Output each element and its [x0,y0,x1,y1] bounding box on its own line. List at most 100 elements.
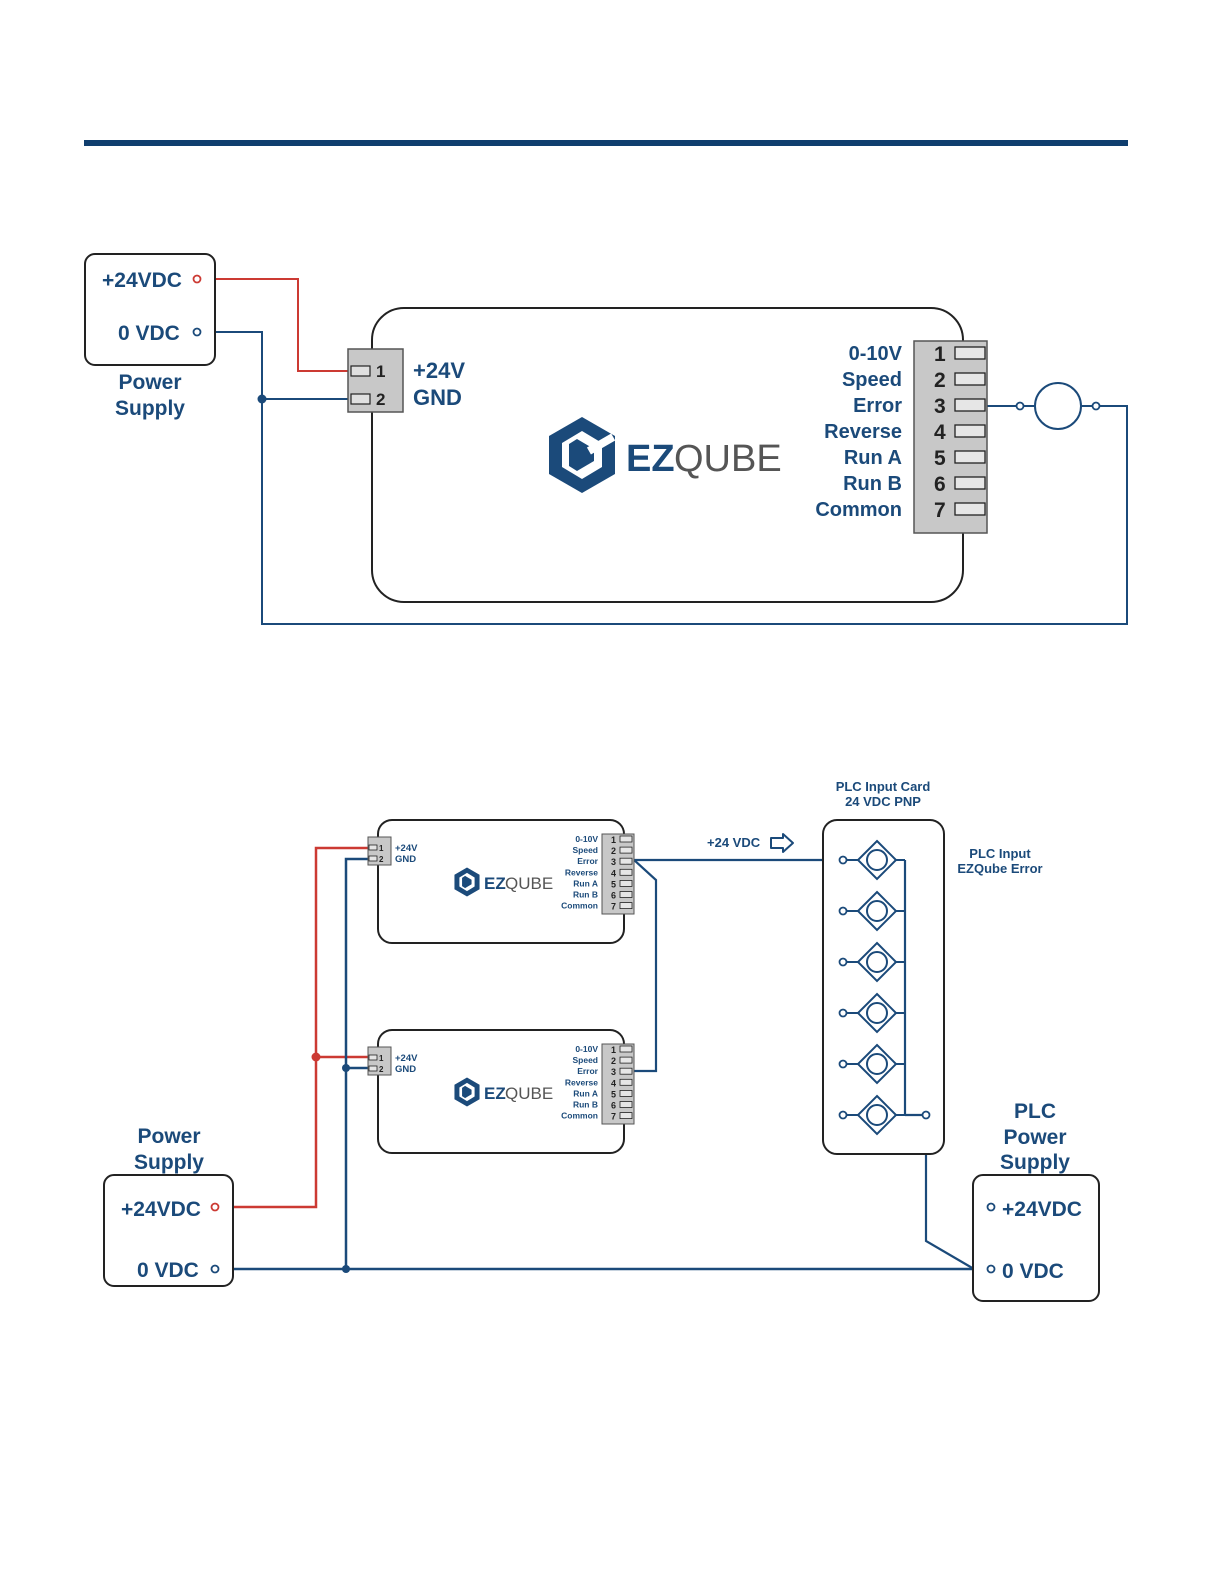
plc-ps-box [972,1174,1100,1302]
wire-gnd-bus-blue [344,857,368,1269]
io-label: Run A [573,1088,598,1098]
io-pin-number: 6 [611,1101,616,1111]
io-pin-number: 1 [934,343,946,366]
io-pin-number: 7 [611,1112,616,1122]
terminal-pin-1: 1 [379,1054,384,1063]
io-pin-number: 5 [934,447,946,470]
plc-input-indicator-icon [866,1104,888,1126]
logo-text-bold: EZ [626,438,675,480]
plc-input-indicator-icon [866,1002,888,1024]
io-pin-number: 2 [934,369,946,392]
power-supply-1: +24VDC 0 VDC Power Supply [84,253,216,420]
io-pin-number: 4 [934,421,946,444]
signal-label: +24 VDC [707,835,761,850]
plc-input-label-2: EZQube Error [957,861,1042,876]
io-label: 0-10V [849,343,903,365]
plc-ps-neg-terminal [986,1264,996,1274]
io-pin-slot [619,868,633,876]
diagram-1: +24VDC 0 VDC Power Supply 1 2 +24V GND [84,253,1128,625]
io-label: 0-10V [575,834,598,844]
arrow-right-icon [770,833,794,853]
io-pin-number: 3 [611,857,616,867]
ezqube-hex-logo-icon [454,867,480,897]
terminal-label-gnd: GND [395,1064,416,1075]
load-terminal-right [1091,401,1101,411]
io-pin-number: 5 [611,879,616,889]
io-pin-number: 4 [611,1078,616,1088]
wire-0v-blue [201,331,1128,625]
io-pin-number: 6 [934,473,946,496]
terminal-label-24v: +24V [395,1053,418,1064]
ps-title-line2: Supply [115,397,185,420]
plc-input-label-1: PLC Input [969,846,1031,861]
terminal-pin-slot [350,365,371,377]
io-label: Error [577,856,598,866]
plc-power-supply: PLC Power Supply +24VDC 0 VDC [972,1100,1100,1302]
io-pin-number: 2 [611,846,616,856]
io-pin-slot [619,846,633,854]
wire-24v-bus-red [218,846,368,1209]
terminal-pin-slot [368,855,378,862]
ps2-neg-terminal [210,1264,220,1274]
ps-title-line1: Power [118,371,181,394]
io-pin-slot [954,450,986,464]
io-pin-slot [619,1090,633,1097]
io-pin-number: 6 [611,891,616,901]
plc-common-terminal [921,1110,931,1120]
io-pin-number: 1 [611,835,616,845]
io-pin-slot [954,424,986,438]
terminal-pin-slot [368,1054,378,1061]
io-label: Error [853,395,902,417]
ps-pos-label: +24VDC [102,269,182,292]
io-pin-number: 3 [934,395,946,418]
io-pin-slot [619,1067,633,1075]
power-supply-box [103,1174,234,1287]
ps-neg-label: 0 VDC [118,322,180,345]
io-label: Common [815,499,902,521]
io-label: Reverse [824,421,902,443]
io-label: Run A [844,447,902,469]
logo-text-bold: EZ [484,874,506,893]
wire-error-mod2 [633,859,658,1073]
io-pin-number: 7 [611,902,616,912]
header-rule [84,140,1128,146]
logo-text-light: QUBE [674,438,782,480]
plc-input-card: PLC Input Card 24 VDC PNP PLC Input EZQu… [822,779,1043,1155]
logo-text-light: QUBE [505,1084,553,1103]
plc-ps-pos-terminal [986,1202,996,1212]
plc-input-indicator-icon [866,951,888,973]
io-label: Speed [572,845,598,855]
ps2-title-line2: Supply [134,1151,204,1174]
io-pin-slot [619,1101,633,1108]
plc-card-title-2: 24 VDC PNP [845,794,921,809]
terminal-pin-slot [368,844,378,851]
io-label: Run A [573,878,598,888]
io-pin-slot [954,346,986,360]
io-pin-number: 7 [934,499,946,522]
junction-dot-red [311,1052,321,1062]
io-label: Common [561,1111,598,1121]
plc-card-title-1: PLC Input Card [836,779,931,794]
lamp-load-icon [1034,382,1082,430]
io-label: Speed [842,369,902,391]
plc-input-terminal [838,957,848,967]
plc-card-body [822,819,945,1155]
terminal-pin-2: 2 [379,855,384,864]
plc-input-terminal [838,1059,848,1069]
io-pin-slot [619,1078,633,1086]
io-label: Error [577,1066,598,1076]
ps2-neg-label: 0 VDC [137,1259,199,1282]
io-pin-slot [619,880,633,887]
load-terminal-left [1015,401,1025,411]
io-label: Run B [573,1100,598,1110]
io-label: Common [561,901,598,911]
io-pin-slot [619,1056,633,1064]
junction-dot-blue [342,1064,350,1072]
io-pin-slot [619,891,633,898]
ps2-pos-terminal [210,1202,220,1212]
io-pin-number: 1 [611,1045,616,1055]
